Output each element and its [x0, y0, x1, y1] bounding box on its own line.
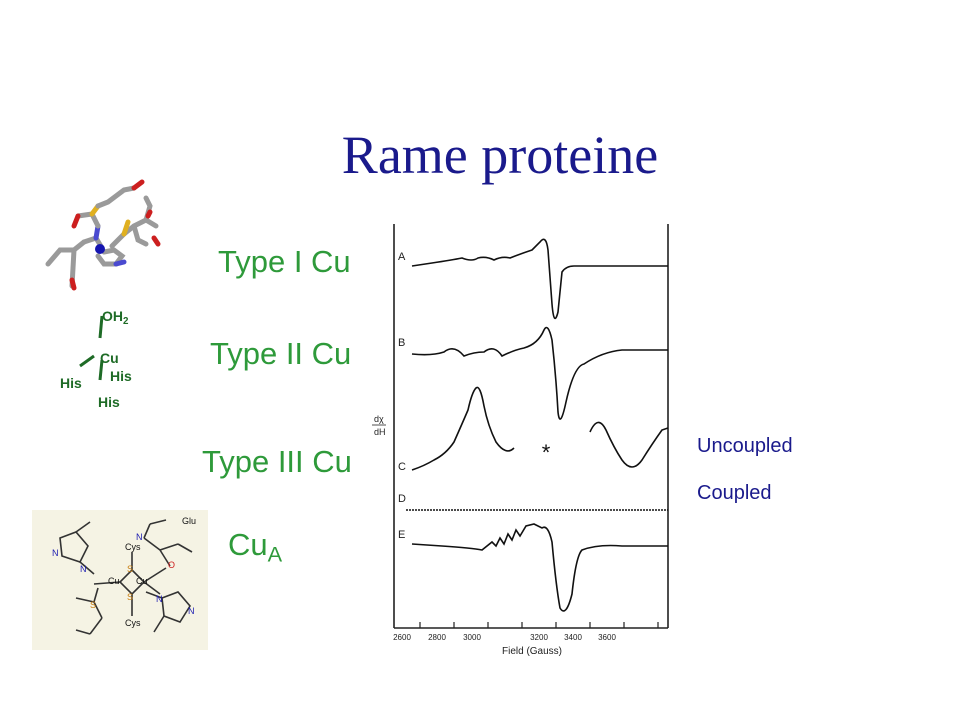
cua-cu-right: Cu — [136, 576, 148, 586]
type2-his-left: His — [60, 375, 82, 391]
page-title: Rame proteine — [341, 125, 659, 185]
type1-label: Type I Cu — [218, 244, 351, 279]
trace-label-e: E — [398, 529, 405, 541]
trace-e — [411, 523, 668, 612]
type2-his-bottom: His — [98, 394, 120, 410]
x-axis-label: Field (Gauss) — [502, 646, 562, 657]
svg-text:N: N — [136, 532, 143, 542]
trace-b — [411, 326, 668, 420]
svg-text:N: N — [80, 564, 87, 574]
trace-label-a: A — [398, 251, 406, 263]
type2-his-right: His — [110, 368, 132, 384]
type2-site-schematic: OH2 Cu His His His — [40, 300, 180, 420]
type1-site-model — [45, 179, 161, 291]
trace-a — [411, 238, 668, 320]
cua-cys-bottom: Cys — [125, 618, 141, 628]
x-tick-2800: 2800 — [428, 633, 446, 642]
trace-c — [411, 386, 515, 471]
cua-structure-diagram: N N N N N S S S O Cu Cu Cys Cys Glu — [32, 510, 208, 650]
y-axis-label-bottom: dH — [374, 427, 386, 437]
cua-s-bottom: S — [127, 592, 133, 602]
cua-s-top: S — [127, 564, 133, 574]
type2-cu: Cu — [100, 350, 119, 366]
x-tick-3400: 3400 — [564, 633, 582, 642]
svg-text:N: N — [52, 548, 59, 558]
trace-label-c: C — [398, 461, 406, 473]
svg-text:N: N — [156, 594, 163, 604]
trace-label-d: D — [398, 493, 406, 505]
x-tick-2600: 2600 — [393, 633, 411, 642]
x-tick-3200: 3200 — [530, 633, 548, 642]
copper-atom-icon — [95, 244, 105, 254]
svg-text:N: N — [188, 606, 195, 616]
cua-cu-left: Cu — [108, 576, 120, 586]
type2-bonds — [79, 315, 104, 381]
epr-spectra-figure: 2600 2800 3000 3200 3400 3600 Field (Gau… — [372, 224, 669, 657]
x-tick-3600: 3600 — [598, 633, 616, 642]
coupled-label: Coupled — [697, 482, 772, 504]
type2-label: Type II Cu — [210, 336, 352, 371]
uncoupled-label: Uncoupled — [697, 435, 793, 457]
type2-oh: OH — [102, 308, 123, 324]
type2-oh2: OH2 — [102, 308, 128, 327]
cua-label: CuA — [228, 527, 282, 568]
cua-cys-top: Cys — [125, 542, 141, 552]
epr-frame — [393, 224, 669, 629]
cua-label-main: Cu — [228, 527, 268, 562]
cua-glu: Glu — [182, 516, 196, 526]
asterisk-mark: * — [542, 440, 551, 465]
cua-label-sub: A — [267, 541, 283, 567]
trace-c-right — [589, 421, 669, 468]
svg-text:S: S — [90, 600, 96, 610]
y-axis-label-top: dχ — [374, 414, 384, 424]
type3-label: Type III Cu — [202, 444, 352, 479]
trace-label-b: B — [398, 337, 405, 349]
type2-oh-sub: 2 — [123, 315, 129, 327]
cua-structure-background — [32, 510, 208, 650]
cua-o: O — [168, 560, 175, 570]
x-tick-3000: 3000 — [463, 633, 481, 642]
